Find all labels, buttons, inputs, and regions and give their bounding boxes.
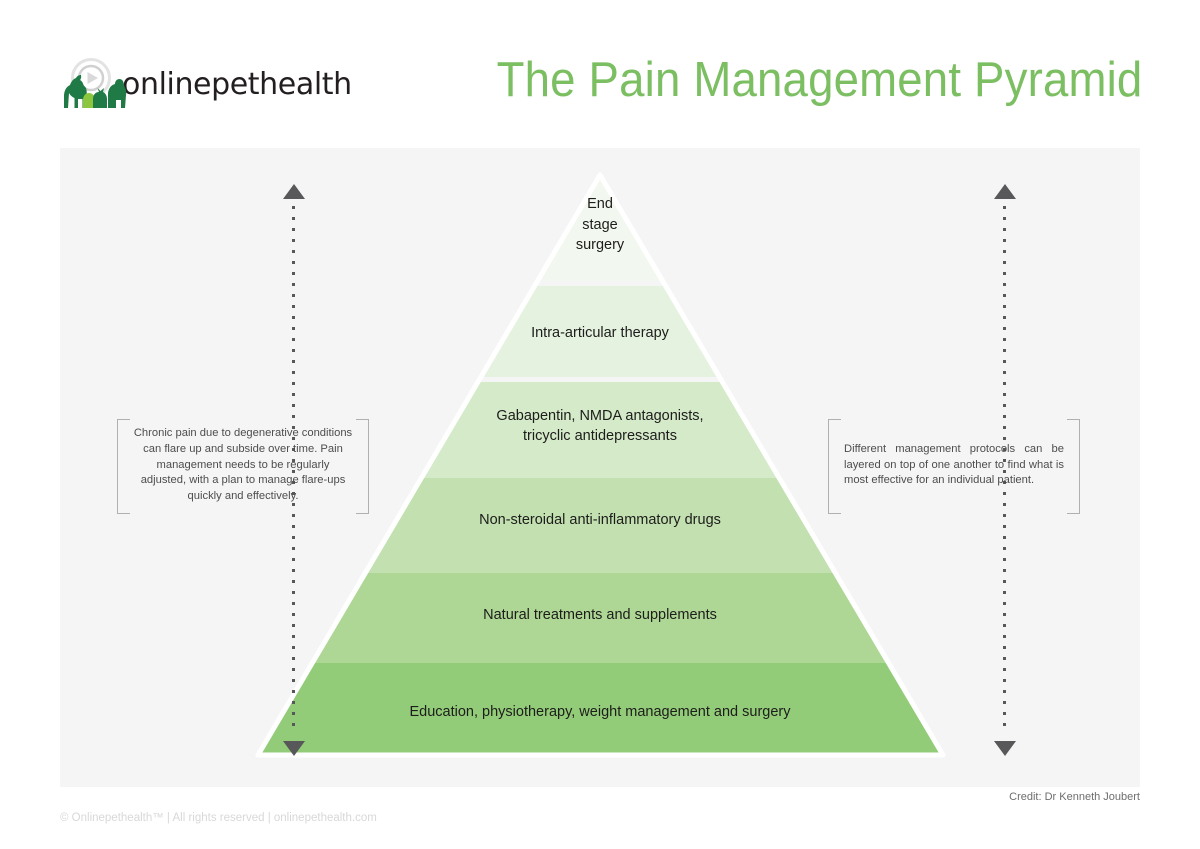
page-title: The Pain Management Pyramid	[496, 53, 1142, 107]
left-annotation-note: Chronic pain due to degenerative conditi…	[117, 419, 369, 514]
arrow-down-icon	[283, 741, 305, 756]
pyramid-diagram: End stage surgery Intra-articular therap…	[60, 148, 1140, 787]
pyramid-shape	[255, 172, 946, 758]
right-annotation-text: Different management protocols can be la…	[844, 442, 1064, 487]
pyramid-band-5	[258, 573, 943, 663]
bracket-right-icon	[356, 419, 369, 514]
left-dotted-arrow	[283, 184, 305, 756]
arrow-down-icon	[994, 741, 1016, 756]
pyramid-band-6	[258, 663, 943, 755]
right-dotted-arrow	[994, 184, 1016, 756]
arrow-up-icon	[283, 184, 305, 199]
dotted-line	[1003, 206, 1006, 734]
bracket-left-icon	[828, 419, 841, 514]
arrow-up-icon	[994, 184, 1016, 199]
logo-wordmark: onlinepethealth	[122, 67, 352, 102]
bracket-left-icon	[117, 419, 130, 514]
credit-line: Credit: Dr Kenneth Joubert	[1009, 791, 1140, 803]
play-button-with-animals-logo-icon	[60, 58, 128, 112]
right-annotation-note: Different management protocols can be la…	[828, 419, 1080, 514]
header: onlinepethealth The Pain Management Pyra…	[0, 0, 1200, 148]
footer-copyright: © Onlinepethealth™ | All rights reserved…	[60, 812, 377, 824]
diagram-panel: End stage surgery Intra-articular therap…	[60, 148, 1140, 787]
left-annotation-text: Chronic pain due to degenerative conditi…	[133, 426, 353, 503]
pyramid-band-2	[258, 284, 943, 380]
brand-logo: onlinepethealth	[60, 57, 352, 113]
bracket-right-icon	[1067, 419, 1080, 514]
dotted-line	[292, 206, 295, 734]
